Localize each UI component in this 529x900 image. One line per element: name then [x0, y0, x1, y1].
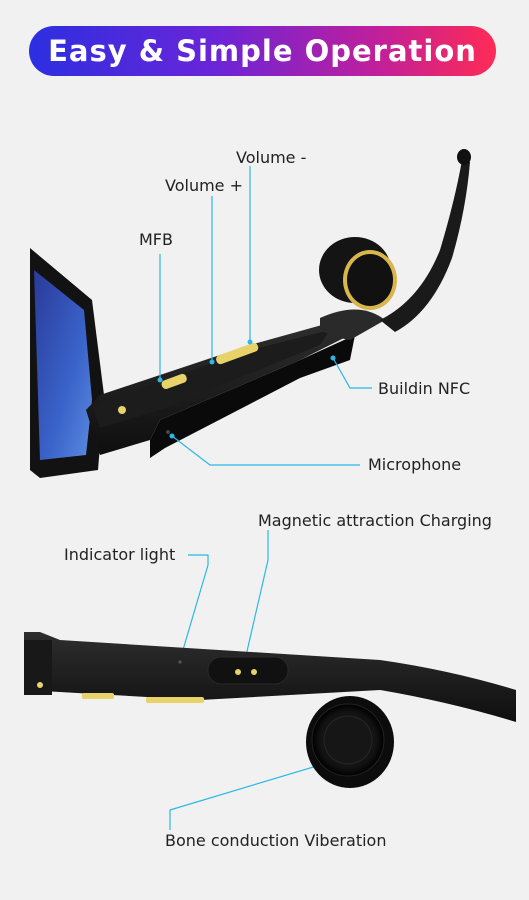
label-volume-minus: Volume - — [236, 148, 307, 167]
banner-title: Easy & Simple Operation — [48, 34, 477, 68]
buttons-top — [118, 342, 259, 434]
leader-lines-top — [159, 166, 372, 830]
label-mfb: MFB — [139, 230, 173, 249]
pod-bottom — [306, 696, 394, 788]
label-nfc: Buildin NFC — [378, 379, 471, 398]
temple-arm-bottom — [24, 632, 516, 722]
pod-top — [319, 237, 397, 310]
frame-front — [30, 248, 104, 478]
label-microphone: Microphone — [368, 455, 462, 474]
label-bone-conduction: Bone conduction Viberation — [165, 831, 387, 850]
temple-arm-top — [86, 149, 471, 458]
label-volume-plus: Volume + — [165, 176, 243, 195]
label-charging: Magnetic attraction Charging — [258, 511, 492, 530]
label-indicator: Indicator light — [64, 545, 176, 564]
title-banner: Easy & Simple Operation — [29, 26, 496, 76]
